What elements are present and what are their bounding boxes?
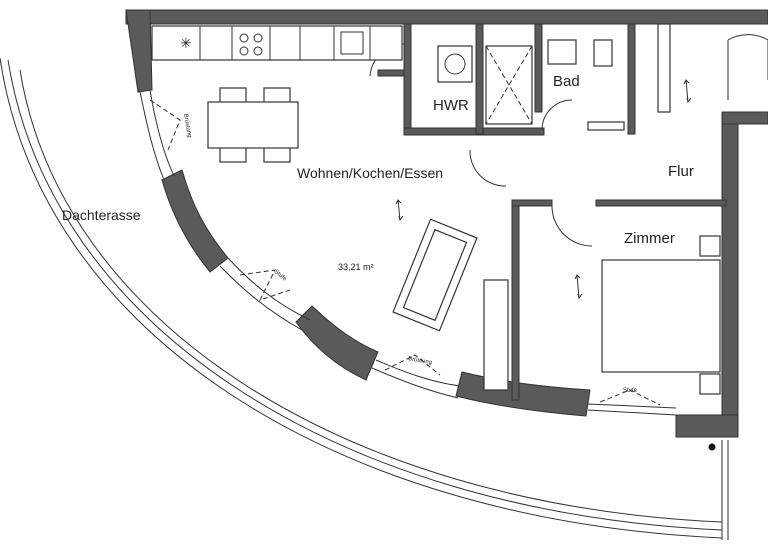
label-living: Wohnen/Kochen/Essen <box>297 165 443 181</box>
sofa <box>392 218 478 332</box>
label-living-area: 33,21 m² <box>338 262 374 272</box>
sideboard <box>483 279 509 391</box>
fridge-icon: ✳ <box>180 35 192 51</box>
bed <box>601 235 721 395</box>
bath-shelf <box>587 121 625 131</box>
label-bath: Bad <box>553 73 580 90</box>
sink-icon <box>340 31 364 55</box>
wall-corner <box>675 414 739 438</box>
wall-right <box>721 111 739 438</box>
wall-right-return <box>721 111 768 125</box>
interior-walls <box>369 23 768 401</box>
washer-icon <box>437 45 473 83</box>
label-step-1: Stufe <box>273 269 288 283</box>
wall-top <box>125 9 768 25</box>
label-hall: Flur <box>668 163 694 180</box>
dining-table <box>207 87 299 163</box>
toilet-icon <box>593 39 613 67</box>
label-bedroom: Zimmer <box>624 230 675 247</box>
bath-sink-icon <box>547 39 577 65</box>
label-parapet-2: Brüstung <box>408 356 433 366</box>
drain-icon <box>708 443 716 451</box>
label-step-2: Stufe <box>623 388 638 394</box>
label-terrace: Dachterasse <box>62 207 141 223</box>
terrace-outline <box>0 57 729 540</box>
kitchen-counter: ✳ <box>151 25 403 61</box>
direction-arrow-icons <box>395 79 692 300</box>
label-utility: HWR <box>433 97 469 114</box>
wardrobe <box>657 23 671 113</box>
label-parapet-1: Brüstung <box>182 113 192 138</box>
